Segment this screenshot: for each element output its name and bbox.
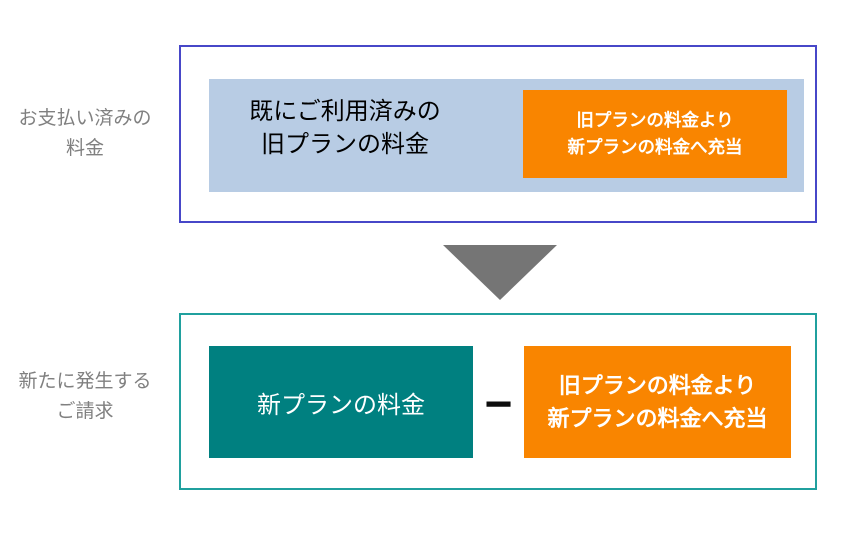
new-billing-label-line1: 新たに発生する [18, 371, 152, 392]
used-old-plan-fee-line1: 既にご利用済みの [249, 98, 441, 125]
applied-amount-box-top: 旧プランの料金より 新プランの料金へ充当 [523, 90, 787, 178]
new-plan-fee-text: 新プランの料金 [257, 391, 425, 419]
applied-amount-top-line2: 新プランの料金へ充当 [567, 137, 743, 157]
down-arrow-icon [443, 245, 557, 300]
new-billing-label: 新たに発生する ご請求 [0, 367, 170, 427]
applied-amount-top-line1: 旧プランの料金より [576, 110, 734, 130]
applied-amount-box-bottom: 旧プランの料金より 新プランの料金へ充当 [524, 346, 791, 458]
used-old-plan-fee-text: 既にご利用済みの 旧プランの料金 [225, 95, 465, 161]
paid-fees-label-line2: 料金 [65, 138, 104, 159]
minus-operator: − [484, 378, 513, 431]
new-plan-fee-box: 新プランの料金 [209, 346, 473, 458]
applied-amount-bottom-line1: 旧プランの料金より [558, 373, 757, 398]
new-billing-label-line2: ご請求 [56, 401, 114, 422]
paid-fees-label: お支払い済みの 料金 [0, 104, 170, 164]
applied-amount-bottom-line2: 新プランの料金へ充当 [547, 406, 768, 431]
paid-fees-label-line1: お支払い済みの [18, 108, 152, 129]
used-old-plan-fee-line2: 旧プランの料金 [261, 131, 429, 158]
